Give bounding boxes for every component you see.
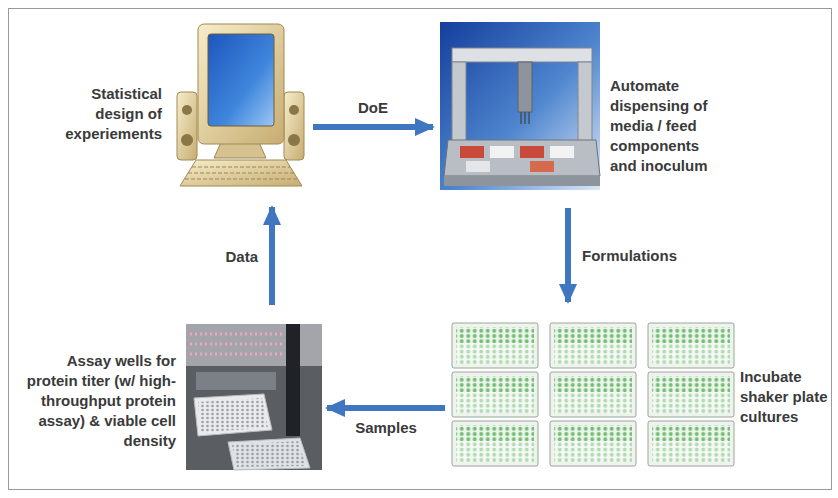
column <box>578 62 592 142</box>
culture-plate <box>648 323 734 368</box>
speaker-cone <box>181 134 193 146</box>
step-label: Assay wells for protein titer (w/ high-t… <box>26 351 176 451</box>
step-label: Automate dispensing of media / feed comp… <box>610 76 728 176</box>
tip-rack <box>186 324 322 366</box>
culture-plate <box>550 323 636 368</box>
deck-plate <box>530 161 554 172</box>
arrow-label: Samples <box>353 418 419 437</box>
flow-arrow <box>313 124 433 130</box>
plates-illustration <box>452 323 734 466</box>
speaker-cone <box>288 134 300 146</box>
deck-plate <box>520 146 544 158</box>
photo-background <box>186 324 322 470</box>
column <box>452 62 466 142</box>
deck-plate <box>490 146 514 158</box>
computer-illustration <box>177 24 304 186</box>
deck-plate <box>550 146 574 158</box>
monitor-screen <box>208 34 274 126</box>
speaker-cone <box>182 105 192 115</box>
illustrated-step: Automate dispensing of media / feed comp… <box>438 20 730 192</box>
arrow-label: Formulations <box>580 246 679 265</box>
deck-plate <box>466 161 490 172</box>
keyboard <box>180 160 302 186</box>
assay-plate <box>194 394 272 436</box>
flow-arrow <box>327 405 445 411</box>
assay-wells <box>198 398 268 432</box>
step-label: Statistical design of experiements <box>40 84 162 144</box>
illustrated-step: Statistical design of experiements <box>36 20 308 192</box>
robot-arm <box>286 324 300 436</box>
pipette-tips <box>190 334 282 354</box>
assay-illustration <box>186 324 322 470</box>
plate-holder <box>196 372 276 390</box>
culture-plate <box>452 421 538 466</box>
arrow-label: DoE <box>356 98 390 117</box>
illustrated-step: Incubate shaker plate cultures <box>450 318 830 474</box>
culture-plate <box>648 372 734 417</box>
arrow-label: Data <box>223 247 260 266</box>
assay-wells <box>232 441 306 467</box>
speaker-cone <box>289 105 299 115</box>
step-label: Incubate shaker plate cultures <box>740 367 828 427</box>
assay-plate <box>228 438 310 470</box>
flow-arrow <box>565 208 571 302</box>
front-panel <box>444 176 600 186</box>
speaker <box>177 92 197 160</box>
pipette-tips <box>521 112 529 124</box>
culture-plate <box>452 323 538 368</box>
culture-plate <box>550 372 636 417</box>
keyboard-keys <box>185 167 297 179</box>
dispenser-illustration <box>440 22 600 190</box>
deck-plate <box>460 146 484 158</box>
pipette-arm <box>518 62 532 112</box>
deck <box>444 140 600 176</box>
culture-plate <box>550 421 636 466</box>
monitor <box>198 24 284 144</box>
flow-arrow <box>269 207 275 305</box>
culture-plate <box>452 372 538 417</box>
photo-background <box>440 22 600 190</box>
gantry <box>452 48 592 62</box>
culture-plate <box>648 421 734 466</box>
speaker <box>284 92 304 160</box>
illustrated-step: Assay wells for protein titer (w/ high-t… <box>22 320 322 474</box>
frame <box>9 9 832 490</box>
